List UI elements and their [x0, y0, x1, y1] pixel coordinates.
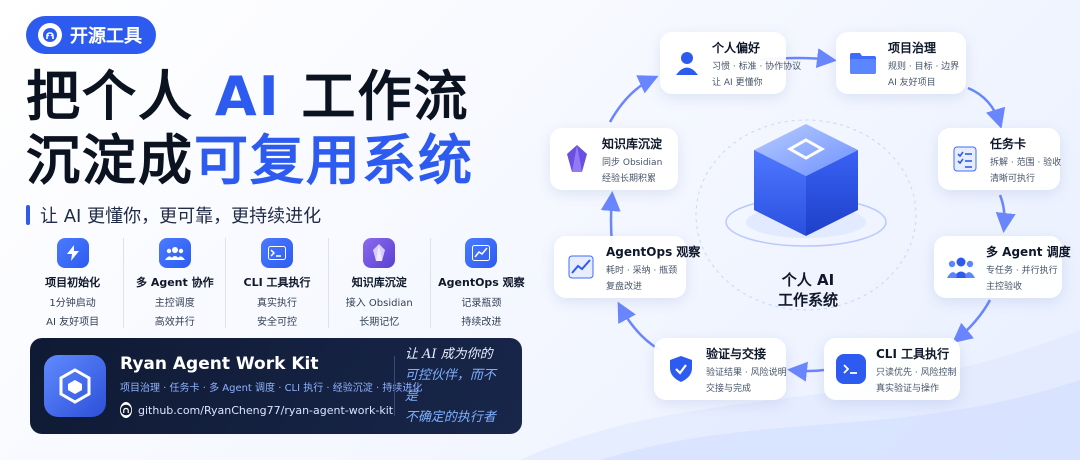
product-slogan: 让 AI 成为你的 可控伙伴，而不是 不确定的执行者	[405, 344, 508, 428]
node-knowledge[interactable]: 知识库沉淀 同步 Obsidian 经验长期积累	[550, 128, 678, 190]
terminal-icon	[836, 354, 866, 384]
node-line: 耗时 · 采纳 · 瓶颈	[606, 265, 678, 276]
feature-title: AgentOps 观察	[438, 276, 525, 289]
node-line: 只读优先 · 风险控制	[876, 367, 957, 378]
node-governance[interactable]: 项目治理 规则 · 目标 · 边界 AI 友好项目	[836, 32, 966, 94]
center-label-line: 个人 AI	[781, 271, 835, 289]
feature-item: 多 Agent 协作 主控调度 高效并行	[124, 238, 227, 328]
node-title: CLI 工具执行	[876, 346, 950, 361]
product-name: Ryan Agent Work Kit	[120, 354, 319, 374]
headline-line-1: 把个人 AI 工作流	[26, 70, 470, 124]
node-taskcard[interactable]: 任务卡 拆解 · 范围 · 验收 清晰可执行	[938, 128, 1062, 190]
feature-item: 知识库沉淀 接入 Obsidian 长期记忆	[329, 238, 431, 328]
node-title: AgentOps 观察	[606, 244, 701, 259]
node-line: 规则 · 目标 · 边界	[888, 61, 960, 72]
feature-item: AgentOps 观察 记录瓶颈 持续改进	[431, 238, 532, 328]
node-line: 经验长期积累	[602, 173, 657, 184]
crystal-icon	[363, 238, 396, 268]
feature-title: 知识库沉淀	[351, 276, 407, 289]
feature-item: 项目初始化 1分钟启动 AI 友好项目	[22, 238, 125, 328]
feature-line: 真实执行	[257, 298, 297, 309]
slogan-line: 不确定的执行者	[404, 410, 496, 425]
node-title: 验证与交接	[706, 346, 767, 361]
feature-title: 多 Agent 协作	[136, 276, 214, 289]
repo-url: github.com/RyanCheng77/ryan-agent-work-k…	[138, 403, 394, 417]
node-line: 让 AI 更懂你	[712, 77, 763, 88]
node-line: 习惯 · 标准 · 协作协议	[712, 61, 802, 72]
slogan-line: 可控伙伴，而不是	[404, 368, 496, 404]
headline-line2-part1: 沉淀成	[26, 129, 194, 192]
node-line: 交接与完成	[706, 383, 752, 394]
node-line: AI 友好项目	[888, 77, 936, 88]
feature-title: 项目初始化	[45, 276, 101, 289]
node-preference[interactable]: 个人偏好 习惯 · 标准 · 协作协议 让 AI 更懂你	[660, 32, 801, 94]
feature-line: 接入 Obsidian	[345, 298, 413, 309]
node-multiagent[interactable]: 多 Agent 调度 专任务 · 并行执行 主控验收	[934, 236, 1071, 298]
node-line: 真实验证与操作	[876, 383, 940, 394]
feature-line: AI 友好项目	[46, 317, 100, 328]
terminal-icon	[261, 238, 293, 268]
node-line: 复盘改进	[606, 281, 643, 292]
chart-icon	[465, 238, 498, 268]
feature-line: 持续改进	[461, 317, 502, 328]
feature-title: CLI 工具执行	[243, 276, 311, 289]
feature-line: 长期记忆	[359, 317, 400, 328]
node-title: 知识库沉淀	[602, 136, 663, 151]
center-label-line: 工作系统	[777, 291, 838, 309]
chart-icon	[566, 252, 596, 282]
headline-line2-accent: 可复用系统	[194, 129, 474, 192]
open-source-badge[interactable]: 开源工具	[26, 16, 156, 54]
feature-line: 高效并行	[154, 317, 195, 328]
node-line: 验证结果 · 风险说明	[706, 367, 787, 378]
feature-line: 安全可控	[257, 317, 297, 328]
badge-label: 开源工具	[70, 26, 142, 47]
github-icon	[38, 23, 62, 47]
user-icon	[672, 48, 702, 78]
slogan-line: 让 AI 成为你的	[404, 347, 493, 362]
lightning-icon	[56, 238, 89, 268]
people-icon	[158, 238, 191, 268]
feature-line: 主控调度	[154, 298, 195, 309]
repo-link[interactable]: github.com/RyanCheng77/ryan-agent-work-k…	[120, 402, 393, 418]
feature-line: 1分钟启动	[49, 298, 96, 309]
node-cli[interactable]: CLI 工具执行 只读优先 · 风险控制 真实验证与操作	[824, 338, 960, 400]
node-title: 任务卡	[990, 136, 1027, 151]
headline-line1-part1: 把个人	[26, 65, 215, 128]
crystal-icon	[562, 144, 592, 174]
headline-line1-part2: 工作流	[280, 65, 470, 128]
product-card[interactable]: Ryan Agent Work Kit 项目治理 · 任务卡 · 多 Agent…	[30, 338, 522, 434]
product-tags: 项目治理 · 任务卡 · 多 Agent 调度 · CLI 执行 · 经验沉淀 …	[120, 383, 423, 394]
subtitle: 让 AI 更懂你，更可靠，更持续进化	[26, 204, 322, 227]
shield-check-icon	[666, 354, 696, 384]
team-icon	[946, 252, 976, 282]
feature-line: 记录瓶颈	[461, 298, 502, 309]
feature-item: CLI 工具执行 真实执行 安全可控	[226, 238, 329, 328]
node-title: 个人偏好	[712, 40, 761, 55]
center-cube-icon	[754, 124, 858, 236]
folder-icon	[848, 48, 878, 78]
node-agentops[interactable]: AgentOps 观察 耗时 · 采纳 · 瓶颈 复盘改进	[554, 236, 700, 298]
subtitle-accent-bar	[26, 205, 30, 225]
github-icon	[120, 402, 132, 418]
node-line: 拆解 · 范围 · 验收	[990, 157, 1062, 168]
node-line: 同步 Obsidian	[602, 157, 663, 168]
node-title: 项目治理	[888, 40, 937, 55]
node-title: 多 Agent 调度	[986, 244, 1071, 259]
feature-list: 项目初始化 1分钟启动 AI 友好项目 多 Agent 协作 主控调度 高效并行…	[22, 238, 532, 328]
checklist-icon	[950, 144, 980, 174]
node-line: 专任务 · 并行执行	[986, 265, 1058, 276]
node-line: 清晰可执行	[990, 173, 1036, 184]
headline-line1-accent: AI	[214, 65, 281, 128]
headline-line-2: 沉淀成可复用系统	[26, 134, 474, 188]
subtitle-text: 让 AI 更懂你，更可靠，更持续进化	[40, 206, 322, 227]
cube-logo-icon	[44, 355, 106, 417]
card-divider	[394, 356, 395, 416]
node-verify[interactable]: 验证与交接 验证结果 · 风险说明 交接与完成	[654, 338, 787, 400]
center-label: 个人 AI 工作系统	[758, 270, 858, 310]
node-line: 主控验收	[986, 281, 1023, 292]
